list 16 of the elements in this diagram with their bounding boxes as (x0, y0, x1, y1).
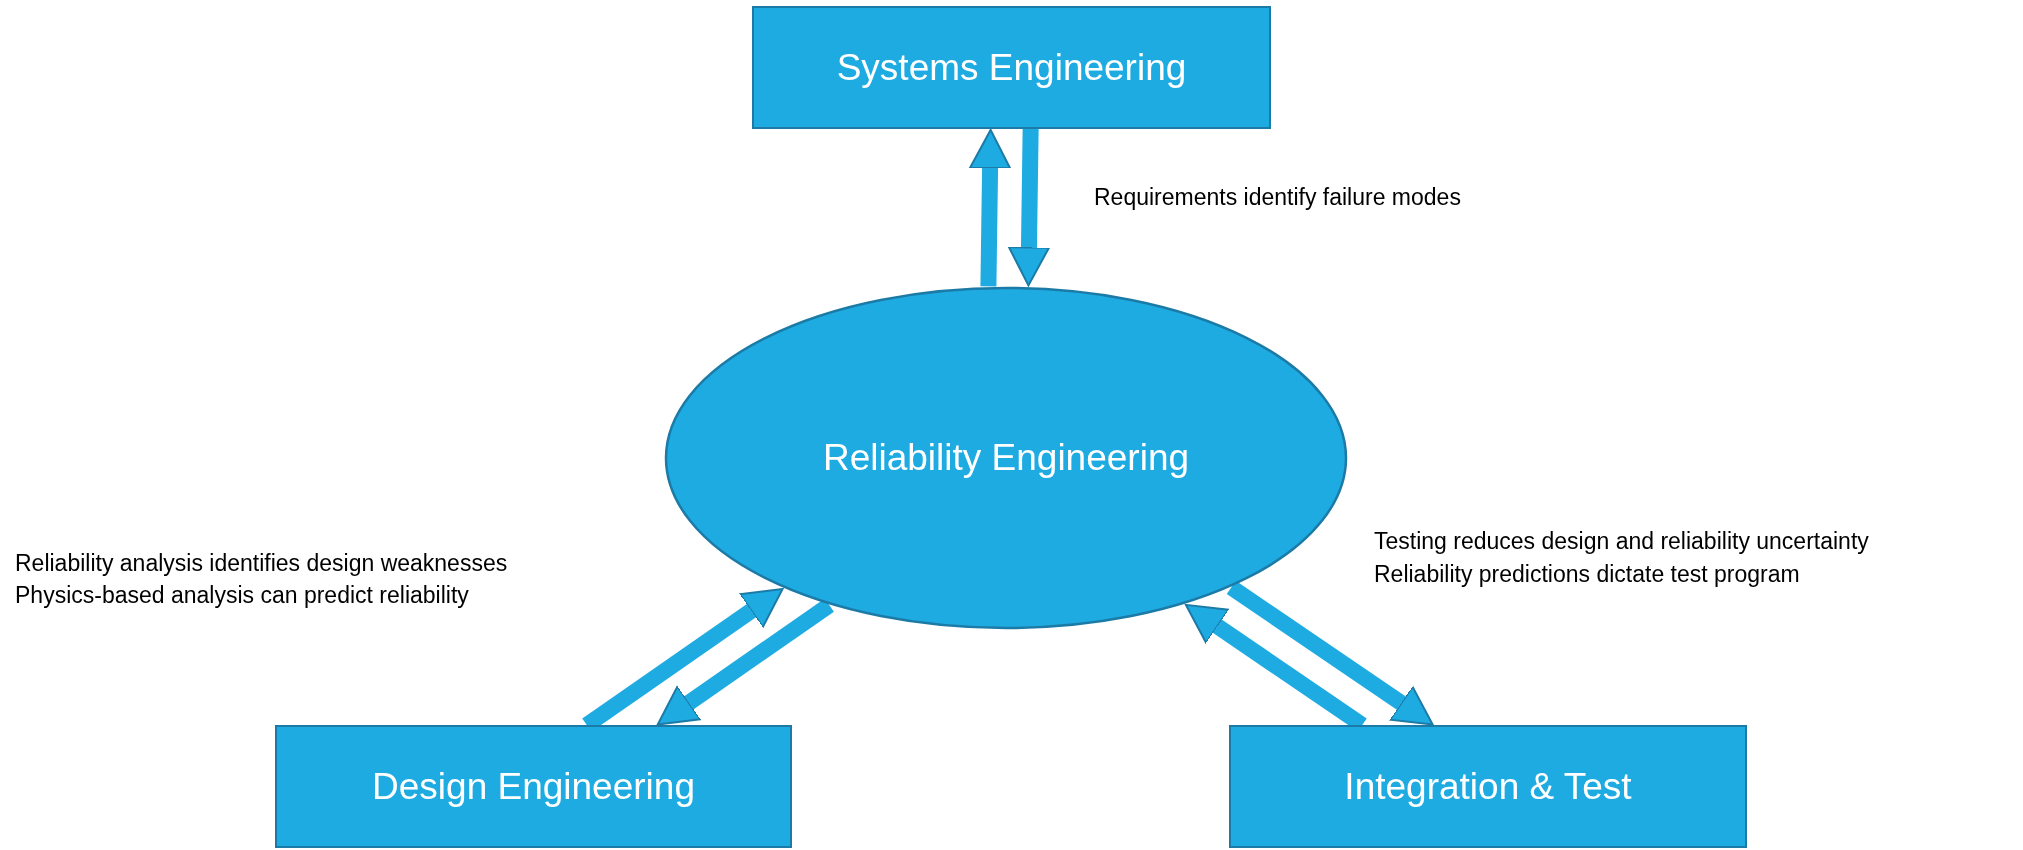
process-box (752, 6, 1271, 129)
block-arrow (1226, 580, 1434, 726)
process-box (1229, 725, 1747, 848)
annotation-text: Reliability predictions dictate test program (1374, 561, 1800, 589)
block-arrow (969, 128, 1012, 287)
annotation-text: Testing reduces design and reliability uncertainty (1374, 528, 1869, 556)
node-label: Systems Engineering (836, 46, 1187, 89)
annotation-text: Requirements identify failure modes (1094, 184, 1461, 212)
node-label: Reliability Engineering (822, 437, 1190, 479)
block-arrow (1007, 128, 1050, 287)
process-box (275, 725, 792, 848)
node-label: Design Engineering (372, 765, 695, 808)
annotation-text: Reliability analysis identifies design weaknesses (15, 550, 508, 578)
node-label: Integration & Test (1344, 765, 1632, 808)
annotation-text: Physics-based analysis can predict reliability (15, 582, 469, 610)
ellipse-node (664, 286, 1348, 630)
